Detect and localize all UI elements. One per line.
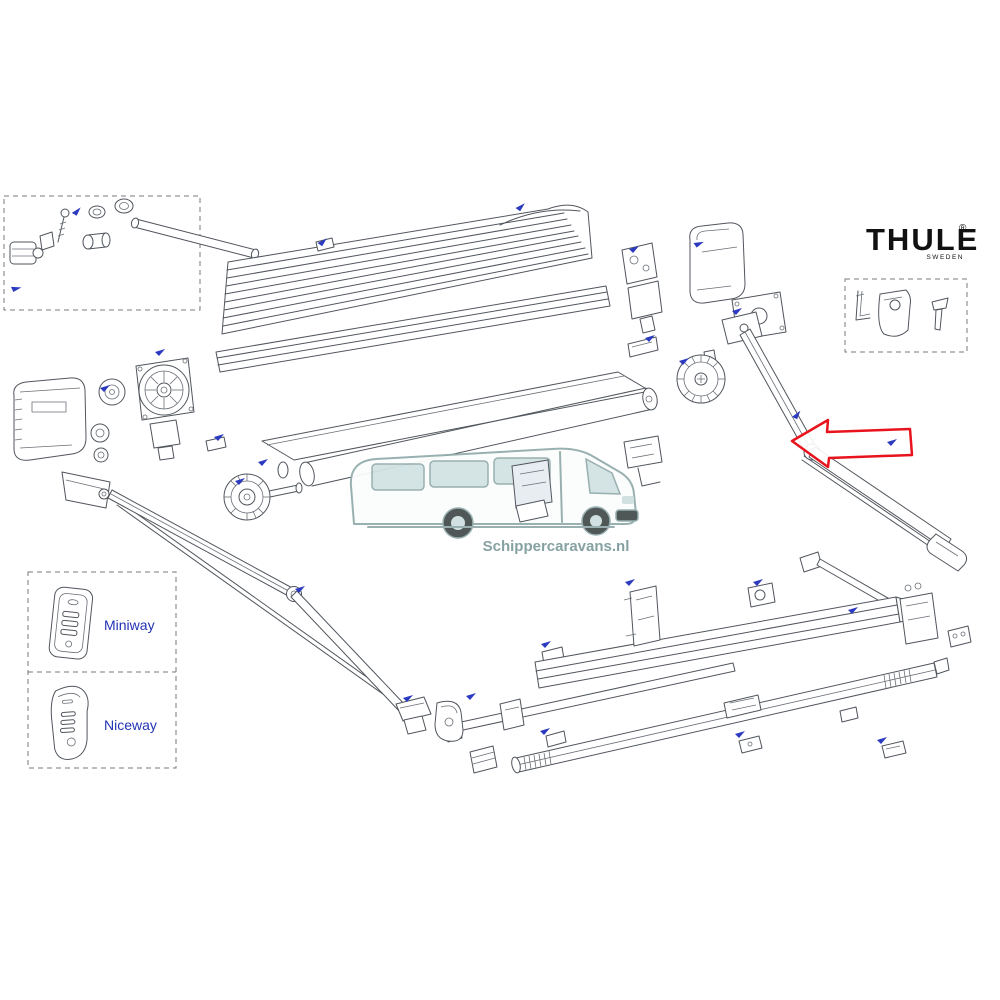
brand-subtitle: SWEDEN	[926, 254, 964, 261]
brand-name: THULE	[866, 222, 979, 257]
miniway-label: Miniway	[104, 617, 155, 633]
registered-mark: ®	[959, 223, 967, 234]
center-bracket	[511, 459, 553, 523]
watermark-text: Schippercaravans.nl	[483, 538, 630, 555]
right-mounting-group	[621, 222, 787, 345]
awning-fabric	[261, 371, 651, 461]
slotted-bracket	[623, 435, 663, 487]
highlight-arrow	[790, 418, 914, 469]
left-end-cap-housing	[13, 377, 110, 463]
lead-rail-profile	[215, 285, 611, 373]
niceway-label: Niceway	[104, 717, 157, 733]
left-spring-arm	[61, 471, 432, 735]
right-cage-wheel	[676, 349, 726, 404]
niceway-remote	[50, 685, 89, 760]
miniway-remote	[48, 586, 94, 660]
watermark-van: Schippercaravans.nl	[349, 447, 639, 555]
center-sprocket	[223, 461, 303, 521]
right-spring-arm	[739, 328, 968, 619]
left-torsion-assembly	[98, 357, 195, 461]
rail-brackets	[623, 582, 972, 723]
case-front-panel	[221, 204, 593, 335]
thule-logo: THULE ® SWEDEN	[866, 222, 979, 261]
bottom-small-parts	[434, 698, 907, 774]
detail-box-roller-end	[3, 195, 260, 311]
roller-tube-assembly	[511, 657, 950, 774]
remote-legend-box: Miniway Niceway	[27, 571, 177, 769]
detail-box-accessories	[844, 278, 968, 353]
